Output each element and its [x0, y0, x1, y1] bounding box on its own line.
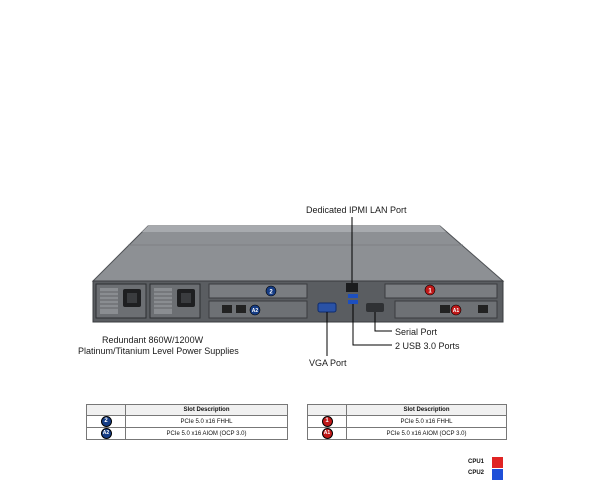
usb-port-2 — [348, 300, 358, 304]
table-row: 1 PCIe 5.0 x16 FHHL — [307, 415, 507, 428]
slot-badge-a1-label: A1 — [453, 308, 460, 314]
slot-table-cpu1: Slot Description 1 PCIe 5.0 x16 FHHL A1 … — [307, 404, 507, 440]
slot-description: PCIe 5.0 x16 FHHL — [125, 415, 288, 428]
slot-table-cpu1-header: Slot Description — [346, 404, 507, 416]
power-supply-1 — [95, 283, 147, 319]
ipmi-lan-port — [346, 283, 358, 292]
table-row: A2 PCIe 5.0 x16 AIOM (OCP 3.0) — [86, 427, 288, 440]
slot-table-cpu2: Slot Description 2 PCIe 5.0 x16 FHHL A2 … — [86, 404, 288, 440]
vga-port — [317, 302, 337, 313]
legend-cpu1-swatch — [492, 457, 503, 468]
slot-badge-1-label: 1 — [428, 289, 432, 295]
pcie-slot-2-bracket — [208, 283, 308, 299]
ipmi-callout: Dedicated IPMI LAN Port — [306, 205, 407, 215]
slot-badge-2 — [265, 285, 277, 297]
slot-table-cpu2-header: Slot Description — [125, 404, 288, 416]
slot-badge-a2-label: A2 — [252, 308, 259, 314]
slot-description: PCIe 5.0 x16 AIOM (OCP 3.0) — [346, 427, 507, 440]
legend-cpu2-swatch — [492, 469, 503, 480]
legend-cpu2-label: CPU2 — [468, 470, 485, 476]
slot-badge: 1 — [321, 416, 333, 427]
slot-badge: A2 — [100, 428, 112, 439]
serial-port — [366, 303, 384, 312]
slot-badge-2-label: 2 — [269, 290, 273, 296]
power-supply-2 — [149, 283, 201, 319]
table-row: A1 PCIe 5.0 x16 AIOM (OCP 3.0) — [307, 427, 507, 440]
chassis-top-cover — [91, 225, 505, 282]
psu-callout-line1: Redundant 860W/1200W — [102, 335, 204, 345]
slot-badge: 2 — [100, 416, 112, 427]
slot-badge: A1 — [321, 428, 333, 439]
pcie-slot-1-bracket — [384, 283, 498, 299]
slot-description: PCIe 5.0 x16 FHHL — [346, 415, 507, 428]
usb-leader-line — [352, 304, 392, 346]
slot-badge-a2 — [249, 304, 261, 316]
serial-leader-line — [374, 312, 392, 332]
psu-callout-line2: Platinum/Titanium Level Power Supplies — [78, 346, 239, 356]
serial-callout: Serial Port — [395, 327, 438, 337]
usb-port-1 — [348, 294, 358, 298]
slot-description: PCIe 5.0 x16 AIOM (OCP 3.0) — [125, 427, 288, 440]
slot-badge-1 — [424, 284, 436, 296]
usb-callout: 2 USB 3.0 Ports — [395, 341, 460, 351]
legend-cpu1-label: CPU1 — [468, 459, 485, 465]
slot-badge-a1 — [450, 304, 462, 316]
vga-callout: VGA Port — [309, 358, 347, 368]
table-row: 2 PCIe 5.0 x16 FHHL — [86, 415, 288, 428]
